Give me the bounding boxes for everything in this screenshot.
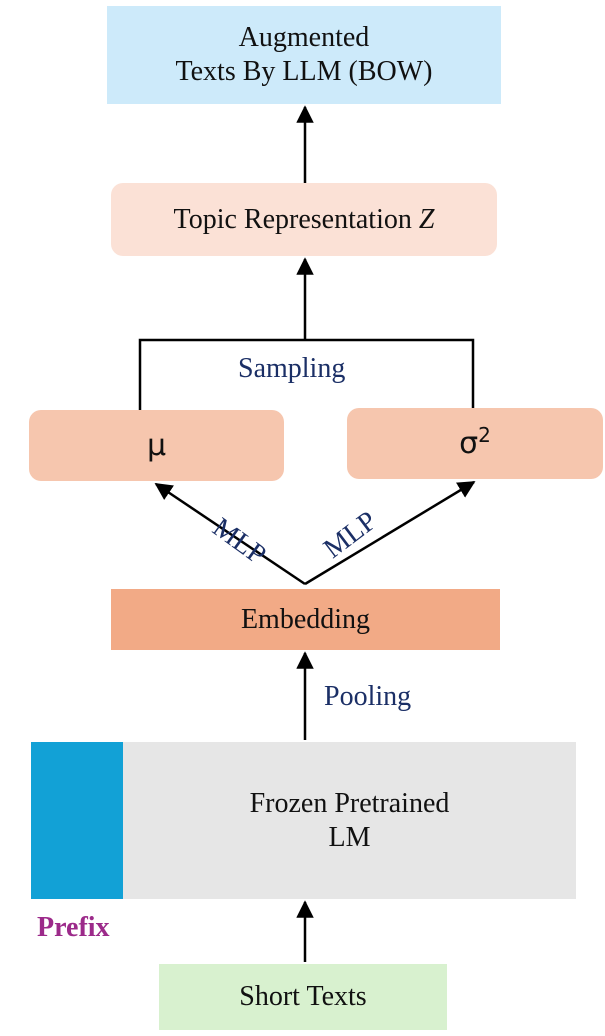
augmented-line-1: Augmented bbox=[238, 22, 370, 54]
mu-label: μ bbox=[146, 427, 167, 463]
embedding-node: Embedding bbox=[111, 589, 500, 650]
arrow-mlp-mu bbox=[154, 482, 306, 586]
sampling-label: Sampling bbox=[238, 353, 346, 384]
short-texts-node: Short Texts bbox=[159, 964, 447, 1030]
augmented-line-2: Texts By LLM (BOW) bbox=[175, 56, 433, 87]
prefix-label: Prefix bbox=[37, 912, 110, 943]
frozen-lm-node: Frozen Pretrained LM bbox=[123, 742, 576, 899]
prefix-block bbox=[31, 742, 123, 899]
sigma-superscript: 2 bbox=[478, 422, 491, 447]
mu-node: μ bbox=[29, 410, 284, 481]
sampling-bracket bbox=[138, 338, 475, 410]
topic-representation-node: Topic Representation Z bbox=[111, 183, 497, 256]
pooling-label: Pooling bbox=[324, 681, 412, 712]
sigma-node: σ2 bbox=[347, 408, 603, 479]
sigma-label: σ2 bbox=[459, 422, 491, 461]
lm-line-2: LM bbox=[328, 821, 371, 853]
augmented-texts-node: Augmented Texts By LLM (BOW) bbox=[107, 6, 501, 104]
lm-line-1: Frozen Pretrained bbox=[249, 787, 450, 819]
topic-label: Topic Representation Z bbox=[173, 203, 435, 235]
short-texts-label: Short Texts bbox=[239, 981, 367, 1013]
embedding-label: Embedding bbox=[240, 603, 371, 635]
topic-variable: Z bbox=[418, 203, 435, 235]
arrow-mlp-sigma bbox=[304, 480, 476, 586]
